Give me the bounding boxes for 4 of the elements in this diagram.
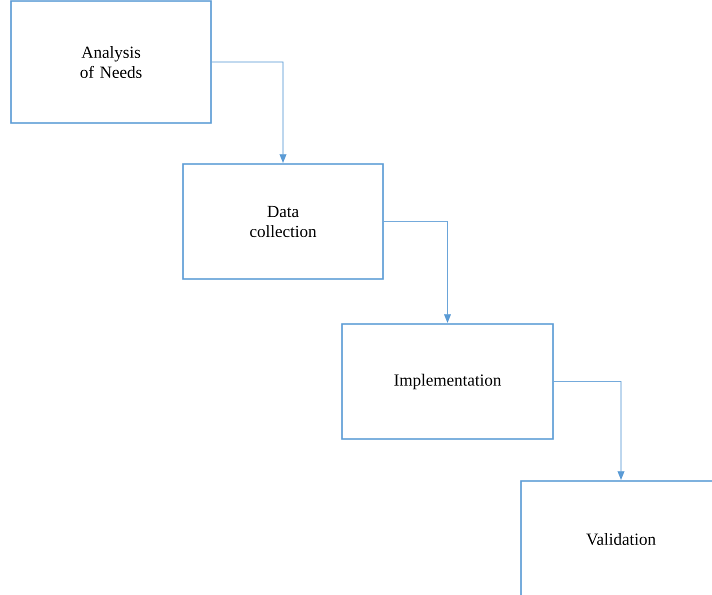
process-box: Analysis of Needs — [10, 0, 212, 124]
process-box: Data collection — [182, 163, 384, 280]
process-box: Implementation — [341, 323, 554, 440]
process-box: Validation — [520, 480, 712, 595]
